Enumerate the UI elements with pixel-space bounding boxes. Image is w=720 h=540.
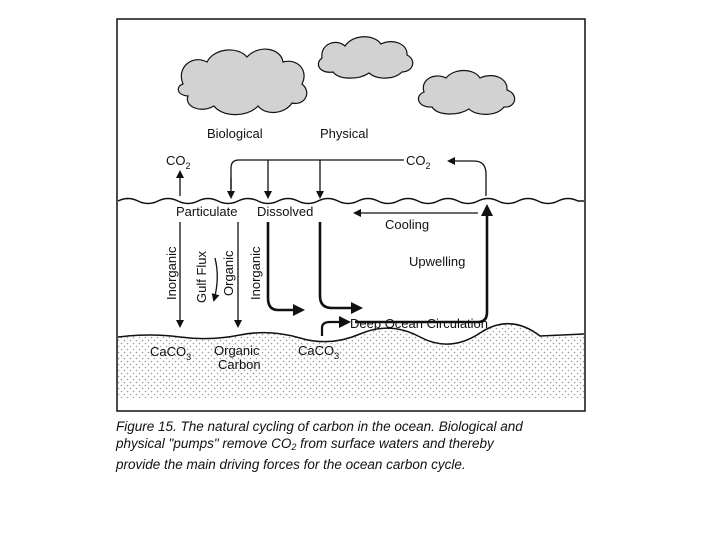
label-organic-carbon-1: Organic [214,343,260,358]
label-dissolved: Dissolved [257,204,313,219]
upwelling-arrow [355,204,493,324]
label-caco3-right: CaCO3 [298,343,339,361]
sea-surface-line [117,197,584,205]
inorganic-transport-arrow [266,222,305,316]
label-physical: Physical [320,126,369,141]
sediment-layer [118,323,584,398]
gulf-flux-arrow [211,257,220,302]
label-organic: Organic [221,250,236,296]
label-inorganic-left: Inorganic [164,246,179,300]
cloud-icon [417,69,516,115]
seafloor-line [117,322,585,345]
co2-exchange-arrow [230,159,404,189]
figure-caption: Figure 15. The natural cycling of carbon… [116,418,586,473]
sediment-return-arrow [320,316,351,336]
cloud-icon [177,48,308,116]
caption-line: provide the main driving forces for the … [116,457,466,472]
label-cooling: Cooling [385,217,429,232]
caption-line: physical "pumps" remove CO2 from surface… [116,436,494,452]
label-particulate: Particulate [176,204,237,219]
co2-exchange-arrow [447,157,487,196]
label-co2-left: CO2 [166,153,191,171]
label-inorganic-right: Inorganic [248,246,263,300]
label-caco3-left: CaCO3 [150,344,191,362]
label-biological: Biological [207,126,263,141]
figure-frame [116,18,586,412]
label-deep-ocean-circulation: Deep Ocean Circulation [350,316,488,331]
label-organic-carbon-2: Carbon [218,357,261,372]
label-upwelling: Upwelling [409,254,465,269]
cloud-icon [317,36,414,79]
label-co2-right: CO2 [406,153,431,171]
downwelling-arrow [318,222,363,314]
caption-line: Figure 15. The natural cycling of carbon… [116,419,523,434]
label-gulf-flux: Gulf Flux [194,250,209,303]
